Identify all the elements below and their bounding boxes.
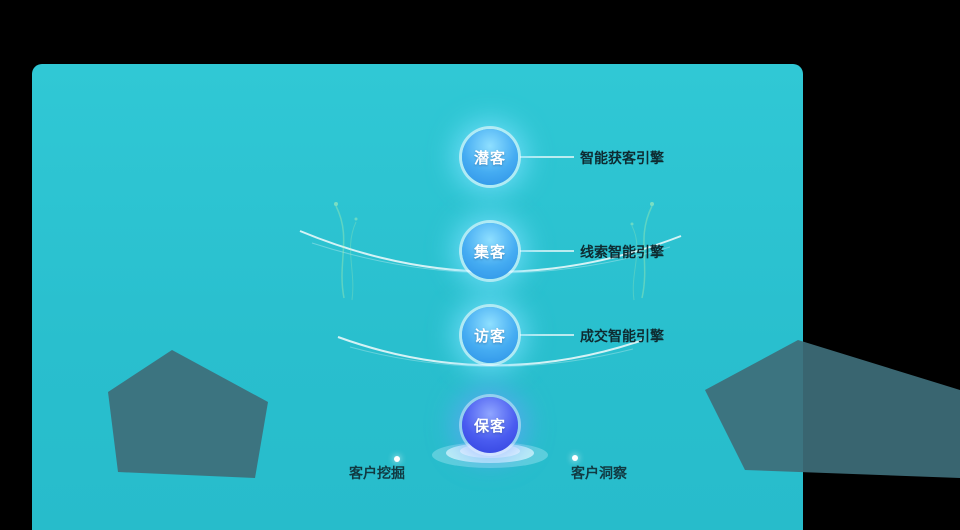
stage-label-1: 潜客 bbox=[473, 148, 506, 167]
engine-label-3: 成交智能引擎 bbox=[580, 329, 664, 345]
engine-label-2: 线索智能引擎 bbox=[580, 245, 664, 261]
funnel-stage-circle-4: 保客 bbox=[462, 397, 518, 453]
stage-label-3: 访客 bbox=[473, 326, 506, 345]
funnel-stage-circle-1: 潜客 bbox=[462, 129, 518, 185]
engine-label-1: 智能获客引擎 bbox=[580, 151, 664, 167]
funnel-stage-circle-3: 访客 bbox=[462, 307, 518, 363]
stage-label-4: 保客 bbox=[473, 416, 506, 435]
funnel-stage-circle-2: 集客 bbox=[462, 223, 518, 279]
marker-dot-1 bbox=[394, 456, 400, 462]
marker-label-1: 客户挖掘 bbox=[349, 466, 405, 482]
stage-label-2: 集客 bbox=[473, 242, 506, 261]
marker-label-2: 客户洞察 bbox=[571, 466, 627, 482]
background-panel bbox=[32, 64, 803, 530]
marker-dot-2 bbox=[572, 455, 578, 461]
